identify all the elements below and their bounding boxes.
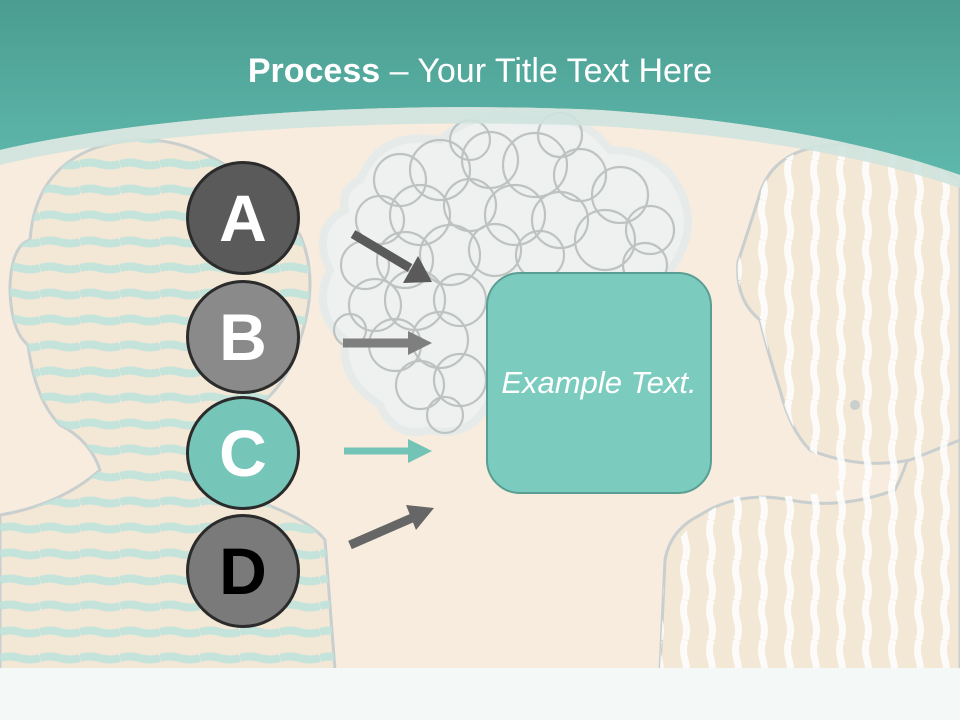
step-d-circle: D [186,514,300,628]
arrow-d [348,505,434,550]
header-band [0,0,960,175]
header-band-edge [0,107,960,188]
step-d-label: D [219,534,267,608]
step-c-circle: C [186,396,300,510]
step-a-label: A [219,181,267,255]
step-b-circle: B [186,280,300,394]
arrow-a [350,230,432,283]
title-bold: Process [247,52,381,90]
footer-strip [0,668,960,720]
example-text-box: Example Text. [486,272,712,494]
example-text: Example Text. [501,364,697,400]
step-c-label: C [219,416,267,490]
arrow-b [343,331,432,355]
slide-title: Process – Your Title Text Here [0,52,960,91]
step-b-label: B [219,300,267,374]
title-rest: – Your Title Text Here [380,52,713,90]
step-a-circle: A [186,161,300,275]
arrow-c [344,439,432,463]
